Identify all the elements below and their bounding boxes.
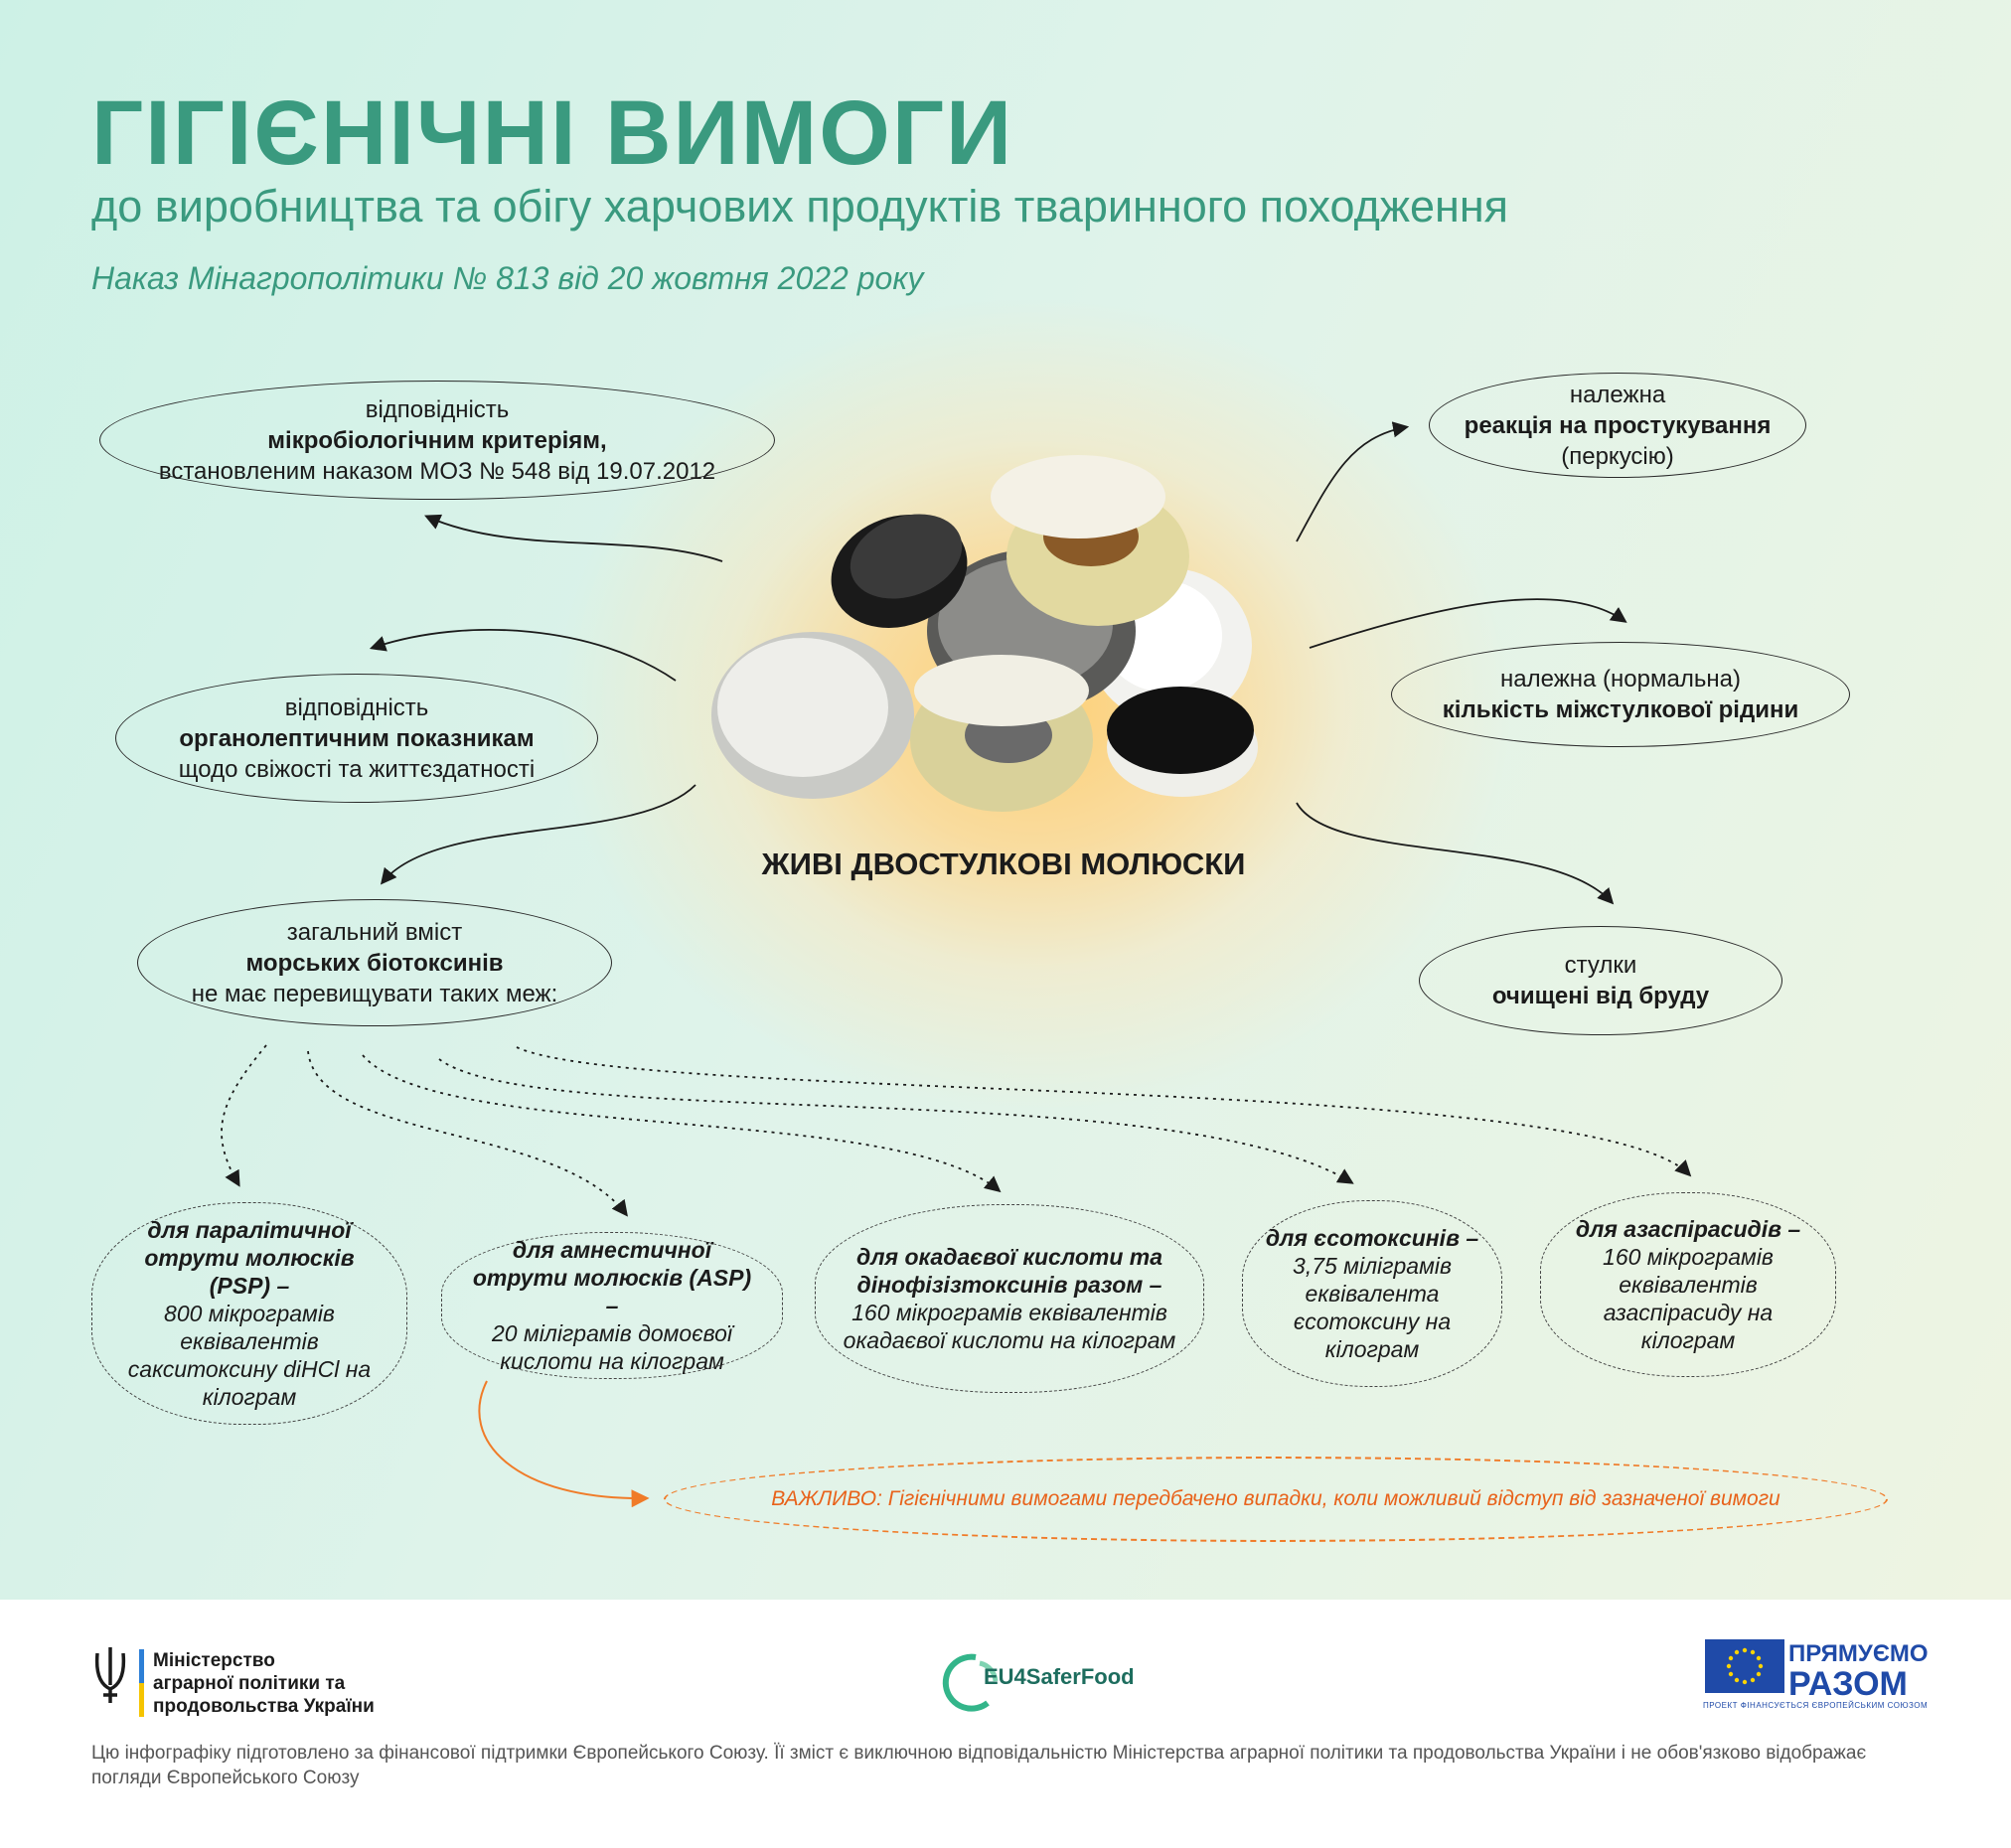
connector-arrows — [221, 421, 1692, 1508]
pr-line1: ПРЯМУЄМО — [1788, 1640, 1929, 1667]
arrow-to-organo — [369, 628, 677, 682]
pryamuyemo-razom-logo: ПРЯМУЄМО РАЗОМ — [1788, 1639, 1929, 1703]
dotted-arrow-asp — [307, 1050, 628, 1217]
arrow-to-percussion — [1296, 421, 1410, 542]
organo-bold: органолептичним показникам — [179, 724, 535, 752]
limit-psp-bold: для паралітичної отрути молюсків (PSP) – — [144, 1217, 355, 1299]
requirement-organo: відповідність органолептичним показникам… — [115, 674, 598, 803]
limit-okadaic: для окадаєвої кислоти та дінофізізтоксин… — [815, 1204, 1204, 1393]
percussion-line3: (перкусію) — [1561, 442, 1674, 470]
order-reference: Наказ Мінагрополітики № 813 від 20 жовтн… — [91, 260, 924, 296]
limit-yesso-text: 3,75 міліграмів еквівалента єсотоксину н… — [1293, 1253, 1452, 1362]
eu-flag-icon — [1705, 1639, 1784, 1693]
requirement-shells: стулки очищені від бруду — [1419, 926, 1782, 1035]
limit-okadaic-bold: для окадаєвої кислоти та дінофізізтоксин… — [855, 1244, 1163, 1298]
limit-azaspir-bold: для азаспірасидів – — [1575, 1216, 1801, 1242]
toxins-line3: не має перевищувати таких меж: — [191, 980, 558, 1007]
limit-psp-text: 800 мікрограмів еквівалентів сакситоксин… — [127, 1301, 372, 1410]
arrow-to-toxins — [380, 784, 696, 885]
ministry-name: Міністерство аграрної політики та продов… — [153, 1649, 375, 1718]
page-title: ГІГІЄНІЧНІ ВИМОГИ — [91, 82, 1014, 184]
limit-okadaic-text: 160 мікрограмів еквівалентів окадаєвої к… — [843, 1300, 1176, 1353]
limit-asp-text: 20 міліграмів домоєвої кислоти на кілогр… — [492, 1320, 732, 1374]
eu4saferfood-text: EU4SaferFood — [984, 1664, 1135, 1689]
organo-line3: щодо свіжості та життєздатності — [178, 755, 536, 783]
requirement-percussion: належна реакція на простукування (перкус… — [1429, 373, 1806, 478]
limit-psp: для паралітичної отрути молюсків (PSP) –… — [91, 1202, 407, 1425]
limit-asp: для амнестичної отрути молюсків (ASP) – … — [441, 1232, 783, 1379]
ministry-line1: Міністерство — [153, 1650, 275, 1671]
ministry-flag-bar — [139, 1649, 144, 1717]
organo-line1: відповідність — [284, 693, 429, 721]
ministry-line3: продовольства України — [153, 1696, 375, 1717]
footer — [0, 1600, 2011, 1848]
fluid-line1: належна (нормальна) — [1500, 666, 1741, 693]
arrow-to-micro — [424, 514, 723, 562]
ministry-line2: аграрної політики та — [153, 1673, 346, 1694]
limit-asp-bold: для амнестичної отрути молюсків (ASP) – — [472, 1237, 752, 1318]
limit-yesso: для єсотоксинів – 3,75 міліграмів еквіва… — [1242, 1200, 1502, 1387]
dotted-arrow-yesso — [438, 1058, 1354, 1184]
percussion-line1: належна — [1569, 381, 1666, 408]
dotted-arrow-azaspir — [516, 1046, 1692, 1177]
requirement-toxins: загальний вміст морських біотоксинів не … — [137, 899, 612, 1026]
ukraine-trident-icon — [94, 1647, 126, 1703]
pr-line2: РАЗОМ — [1788, 1665, 1908, 1703]
requirement-fluid: належна (нормальна) кількість міжстулков… — [1391, 642, 1850, 747]
toxins-bold: морських біотоксинів — [245, 949, 504, 977]
micro-bold: мікробіологічним критеріям, — [267, 426, 607, 454]
toxins-line1: загальний вміст — [286, 918, 463, 946]
micro-line3: встановленим наказом МОЗ № 548 від 19.07… — [158, 457, 716, 485]
disclaimer-text: Цю інфографіку підготовлено за фінансово… — [91, 1743, 1867, 1788]
clams-illustration — [711, 455, 1258, 812]
limit-azaspir: для азаспірасидів – 160 мікрограмів екві… — [1540, 1192, 1836, 1377]
important-note: ВАЖЛИВО: Гігієнічними вимогами передбаче… — [664, 1457, 1888, 1542]
arrow-to-important — [478, 1380, 650, 1508]
page-subtitle: до виробництва та обігу харчових продукт… — [91, 181, 1509, 231]
limit-azaspir-text: 160 мікрограмів еквівалентів азаспірасид… — [1603, 1244, 1774, 1353]
micro-line1: відповідність — [365, 395, 510, 423]
percussion-bold: реакція на простукування — [1464, 411, 1772, 439]
arrow-to-fluid — [1309, 598, 1627, 649]
dotted-arrow-psp — [221, 1044, 267, 1187]
pr-eu-funding-note: ПРОЕКТ ФІНАНСУЄТЬСЯ ЄВРОПЕЙСЬКИМ СОЮЗОМ — [1703, 1701, 1929, 1710]
limit-yesso-bold: для єсотоксинів – — [1265, 1225, 1479, 1251]
center-label: ЖИВІ ДВОСТУЛКОВІ МОЛЮСКИ — [761, 847, 1246, 881]
shells-bold: очищені від бруду — [1491, 983, 1710, 1009]
requirement-micro: відповідність мікробіологічним критеріям… — [99, 381, 775, 500]
arrow-to-shells — [1296, 802, 1615, 905]
fluid-bold: кількість міжстулкової рідини — [1442, 696, 1799, 723]
shells-line1: стулки — [1564, 952, 1637, 979]
dotted-arrow-okadaic — [362, 1054, 1002, 1193]
eu4saferfood-logo-icon — [942, 1653, 999, 1712]
